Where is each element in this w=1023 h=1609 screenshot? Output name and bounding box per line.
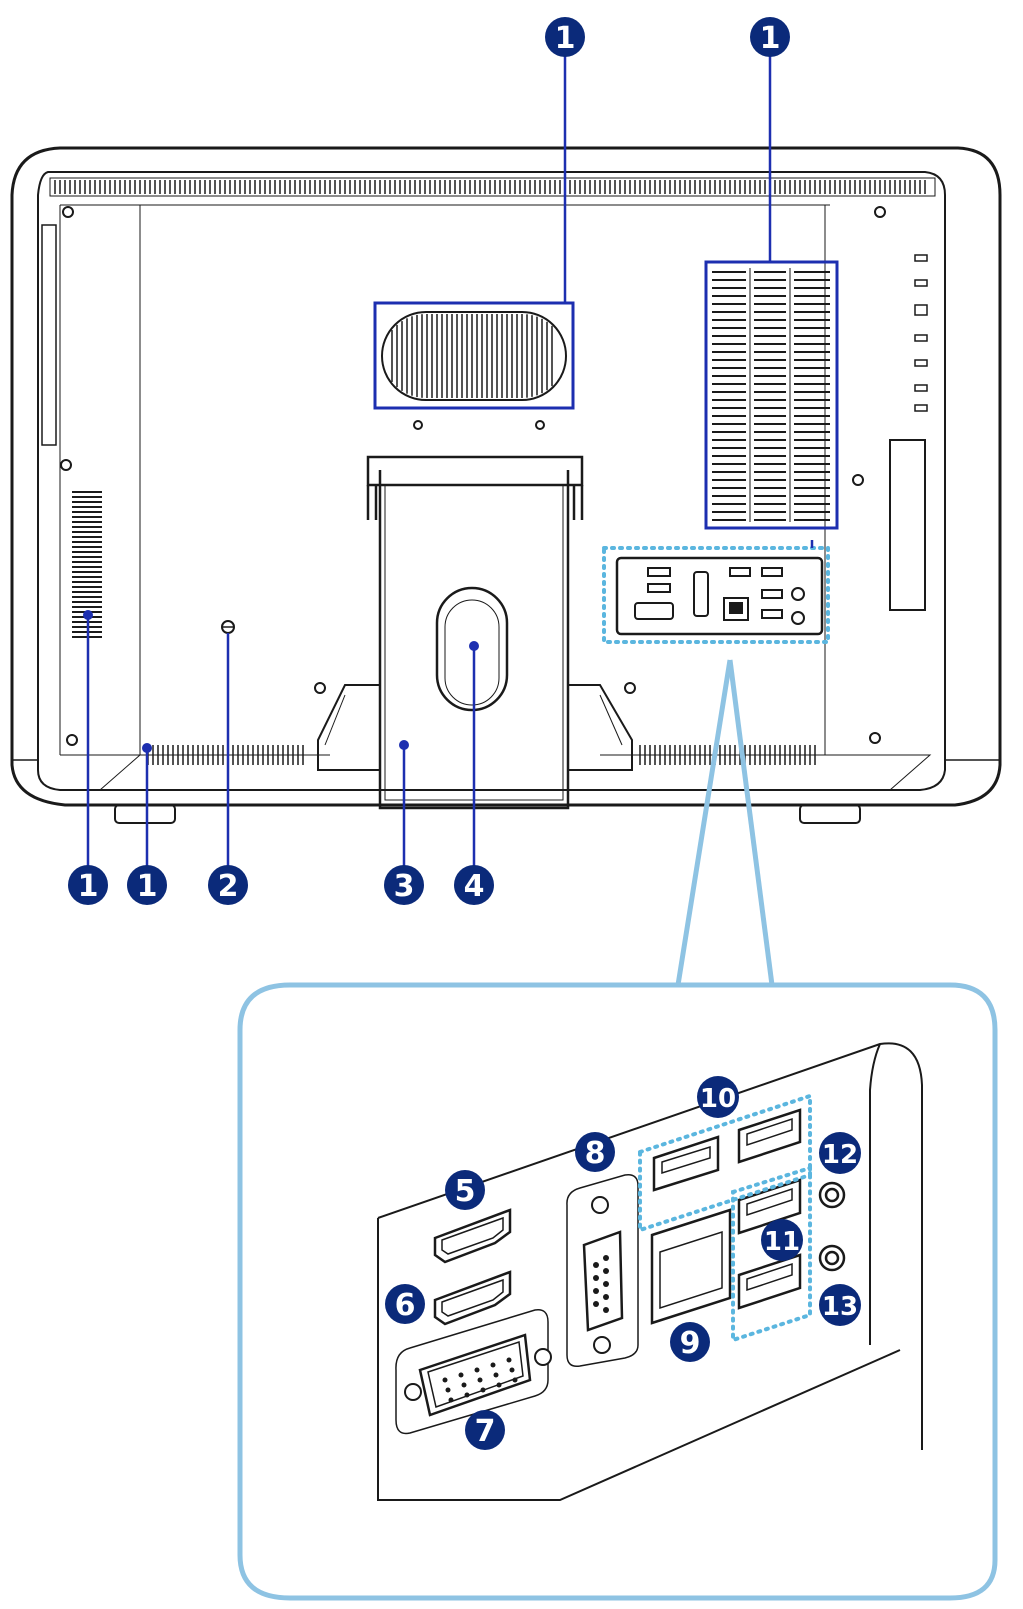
svg-text:10: 10: [700, 1084, 736, 1114]
svg-text:3: 3: [394, 869, 415, 904]
badge-port-vga: 7: [465, 1410, 505, 1450]
svg-text:9: 9: [680, 1326, 701, 1361]
svg-text:5: 5: [455, 1174, 476, 1209]
badge-port-serial: 8: [575, 1132, 615, 1172]
svg-text:8: 8: [585, 1136, 606, 1171]
callout-lines: [86, 45, 814, 880]
callout-dots: [83, 610, 479, 753]
badge-port-audio-1: 12: [819, 1132, 861, 1174]
badges: 1 1 1 1 2 3 4 5: [68, 17, 861, 1450]
badge-top-vent-right: 1: [750, 17, 790, 57]
svg-text:13: 13: [822, 1292, 858, 1322]
stand: [317, 455, 633, 810]
badge-port-lan: 9: [670, 1322, 710, 1362]
badge-cable-hole: 4: [454, 865, 494, 905]
svg-text:6: 6: [395, 1288, 416, 1323]
svg-text:1: 1: [555, 21, 576, 56]
badge-port-usb-top: 10: [697, 1076, 739, 1118]
monitor-body: [10, 146, 1002, 824]
svg-text:12: 12: [822, 1140, 858, 1170]
top-vent-strip: [49, 177, 936, 197]
screws: [60, 206, 886, 746]
badge-port-hdmi-2: 6: [385, 1284, 425, 1324]
center-top-vent: [373, 301, 575, 410]
badge-bottom-vent-front: 1: [127, 865, 167, 905]
badge-port-audio-2: 13: [819, 1284, 861, 1326]
badge-port-hdmi-1: 5: [445, 1170, 485, 1210]
svg-text:2: 2: [218, 869, 239, 904]
rear-io-panel: [602, 546, 830, 644]
right-vent-grid: [704, 260, 839, 530]
svg-text:1: 1: [137, 869, 158, 904]
badge-top-vent-center: 1: [545, 17, 585, 57]
bottom-vents: [60, 745, 932, 791]
badge-kensington-lock: 2: [208, 865, 248, 905]
badge-port-usb-bottom: 11: [761, 1219, 803, 1261]
badge-bottom-vent-left: 1: [68, 865, 108, 905]
svg-text:7: 7: [475, 1414, 496, 1449]
svg-text:11: 11: [764, 1227, 800, 1257]
inset-detail: [237, 982, 998, 1601]
svg-text:1: 1: [78, 869, 99, 904]
kensington-lock: [221, 620, 235, 634]
zoom-connector: [675, 659, 775, 986]
svg-text:4: 4: [464, 869, 485, 904]
badge-stand: 3: [384, 865, 424, 905]
svg-text:1: 1: [760, 21, 781, 56]
